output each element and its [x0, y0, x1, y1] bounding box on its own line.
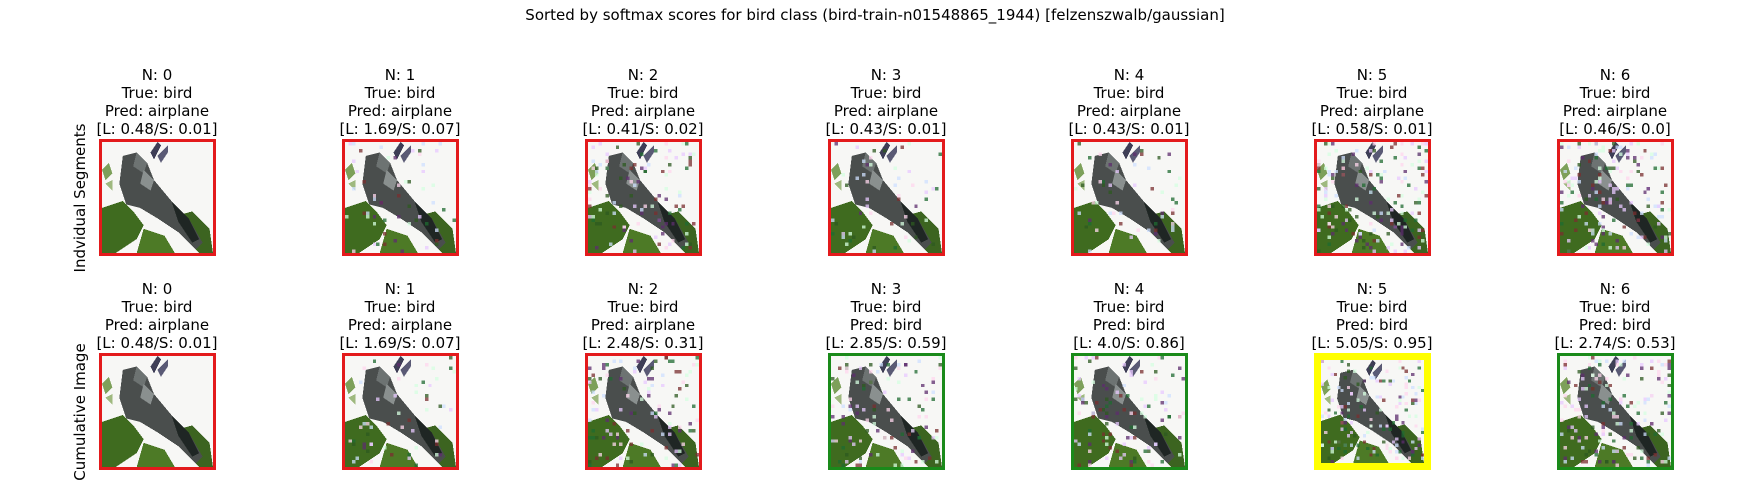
cell-score: [L: 0.48/S: 0.01] — [96, 334, 218, 352]
cell-index: N: 4 — [1113, 66, 1145, 84]
cell-score: [L: 2.74/S: 0.53] — [1554, 334, 1676, 352]
cell-true-label: True: bird — [1579, 84, 1651, 102]
individual-thumbnail — [827, 139, 945, 256]
cell-index: N: 2 — [627, 280, 659, 298]
figure-title: Sorted by softmax scores for bird class … — [525, 6, 1225, 24]
cell-index: N: 0 — [141, 66, 173, 84]
cell-pred-label: Pred: airplane — [104, 102, 210, 120]
cell-pred-label: Pred: bird — [1335, 316, 1409, 334]
individual-thumbnail — [341, 139, 459, 256]
cell-true-label: True: bird — [607, 84, 679, 102]
bird-image — [587, 142, 699, 253]
cell-score: [L: 5.05/S: 0.95] — [1311, 334, 1433, 352]
cell-true-label: True: bird — [850, 298, 922, 316]
cell-score: [L: 0.41/S: 0.02] — [582, 120, 704, 138]
bird-image — [344, 356, 456, 467]
cell-index: N: 2 — [627, 66, 659, 84]
bird-image — [1073, 356, 1185, 467]
cell-true-label: True: bird — [607, 298, 679, 316]
cell-true-label: True: bird — [1093, 84, 1165, 102]
cell-pred-label: Pred: airplane — [347, 102, 453, 120]
bird-image — [830, 356, 942, 467]
cell-score: [L: 2.85/S: 0.59] — [825, 334, 947, 352]
cell-pred-label: Pred: bird — [1092, 316, 1166, 334]
cell-score: [L: 0.48/S: 0.01] — [96, 120, 218, 138]
cell-pred-label: Pred: airplane — [590, 102, 696, 120]
individual-thumbnail — [1313, 139, 1431, 256]
cell-pred-label: Pred: airplane — [1562, 102, 1668, 120]
cell-index: N: 6 — [1599, 66, 1631, 84]
cell-index: N: 5 — [1356, 280, 1388, 298]
cell-pred-label: Pred: airplane — [833, 102, 939, 120]
cell-score: [L: 0.43/S: 0.01] — [825, 120, 947, 138]
cumulative-thumbnail — [98, 353, 216, 470]
bird-image — [587, 356, 699, 467]
individual-thumbnail — [584, 139, 702, 256]
cell-true-label: True: bird — [850, 84, 922, 102]
cell-index: N: 6 — [1599, 280, 1631, 298]
cell-index: N: 4 — [1113, 280, 1145, 298]
cell-score: [L: 1.69/S: 0.07] — [339, 120, 461, 138]
cell-true-label: True: bird — [364, 298, 436, 316]
bird-image — [1320, 360, 1424, 463]
individual-thumbnail — [98, 139, 216, 256]
cell-true-label: True: bird — [1336, 84, 1408, 102]
bird-image — [1559, 142, 1671, 253]
cell-true-label: True: bird — [121, 298, 193, 316]
bird-image — [1316, 142, 1428, 253]
cell-index: N: 5 — [1356, 66, 1388, 84]
cell-score: [L: 0.58/S: 0.01] — [1311, 120, 1433, 138]
cumulative-thumbnail — [827, 353, 945, 470]
cell-true-label: True: bird — [1336, 298, 1408, 316]
cell-index: N: 0 — [141, 280, 173, 298]
cell-true-label: True: bird — [121, 84, 193, 102]
bird-image — [1559, 356, 1671, 467]
bird-image — [344, 142, 456, 253]
cell-index: N: 1 — [384, 280, 416, 298]
cell-score: [L: 1.69/S: 0.07] — [339, 334, 461, 352]
cell-pred-label: Pred: airplane — [590, 316, 696, 334]
cell-pred-label: Pred: airplane — [1319, 102, 1425, 120]
cumulative-thumbnail — [1070, 353, 1188, 470]
bird-image — [1073, 142, 1185, 253]
cell-score: [L: 2.48/S: 0.31] — [582, 334, 704, 352]
cell-pred-label: Pred: airplane — [1076, 102, 1182, 120]
cell-score: [L: 4.0/S: 0.86] — [1073, 334, 1185, 352]
cumulative-thumbnail — [341, 353, 459, 470]
cell-index: N: 3 — [870, 280, 902, 298]
cumulative-thumbnail — [1313, 353, 1431, 470]
cell-pred-label: Pred: airplane — [104, 316, 210, 334]
cell-true-label: True: bird — [1093, 298, 1165, 316]
cell-pred-label: Pred: bird — [849, 316, 923, 334]
cell-pred-label: Pred: airplane — [347, 316, 453, 334]
bird-image — [101, 142, 213, 253]
cumulative-thumbnail — [584, 353, 702, 470]
bird-image — [101, 356, 213, 467]
cell-index: N: 1 — [384, 66, 416, 84]
cell-true-label: True: bird — [364, 84, 436, 102]
bird-image — [830, 142, 942, 253]
individual-thumbnail — [1070, 139, 1188, 256]
individual-thumbnail — [1556, 139, 1674, 256]
cumulative-thumbnail — [1556, 353, 1674, 470]
cell-pred-label: Pred: bird — [1578, 316, 1652, 334]
cell-index: N: 3 — [870, 66, 902, 84]
cell-true-label: True: bird — [1579, 298, 1651, 316]
cell-score: [L: 0.43/S: 0.01] — [1068, 120, 1190, 138]
cell-score: [L: 0.46/S: 0.0] — [1559, 120, 1671, 138]
